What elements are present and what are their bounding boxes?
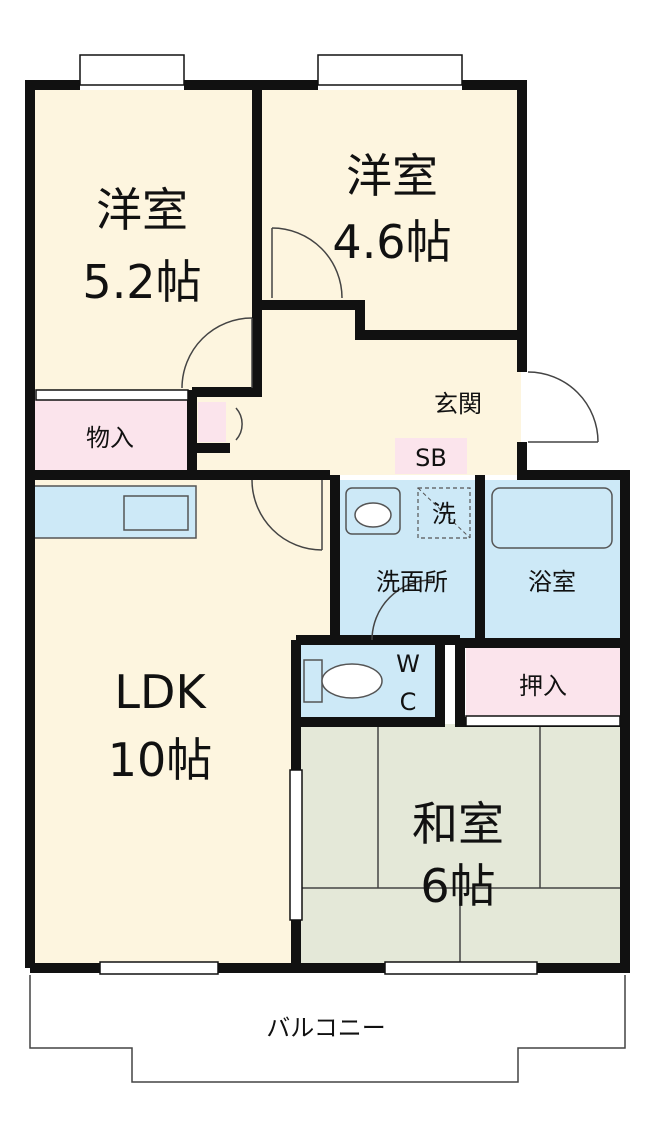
western-room-b-name: 洋室 (346, 149, 438, 203)
kitchen-sink (123, 495, 189, 531)
ldk-size: 10帖 (108, 733, 213, 787)
bathtub (491, 487, 613, 549)
windows (35, 54, 621, 975)
balcony-rail (29, 975, 626, 1083)
closet-floor (466, 648, 620, 720)
small-closet-floor (198, 402, 226, 442)
closet-label: 押入 (519, 672, 567, 700)
bath-label: 浴室 (528, 568, 576, 596)
entrance-label: 玄関 (434, 390, 482, 418)
shoe-box-label: SB (415, 444, 447, 472)
ldk-floor (30, 478, 335, 968)
washer-label: 洗 (432, 500, 456, 528)
western-room-b-size: 4.6帖 (332, 215, 451, 269)
balcony-label: バルコニー (266, 1014, 386, 1042)
toilet-icon (303, 659, 383, 703)
shoe-box-floor (395, 438, 467, 474)
japanese-room-size: 6帖 (420, 859, 495, 913)
washroom-fixtures (345, 487, 471, 539)
wc-label-c: C (400, 688, 417, 716)
japanese-room-name: 和室 (412, 797, 504, 851)
western-room-b-floor (262, 90, 517, 330)
tatami-lines (300, 724, 620, 968)
wc-label-w: W (396, 650, 420, 678)
storage-floor (30, 398, 190, 472)
western-room-a-size: 5.2帖 (82, 255, 201, 309)
walls (25, 80, 630, 973)
door-swings (181, 227, 599, 641)
washroom-label: 洗面所 (376, 568, 448, 596)
western-room-a-name: 洋室 (96, 183, 188, 237)
storage-label: 物入 (86, 424, 134, 452)
ldk-name: LDK (114, 665, 207, 719)
